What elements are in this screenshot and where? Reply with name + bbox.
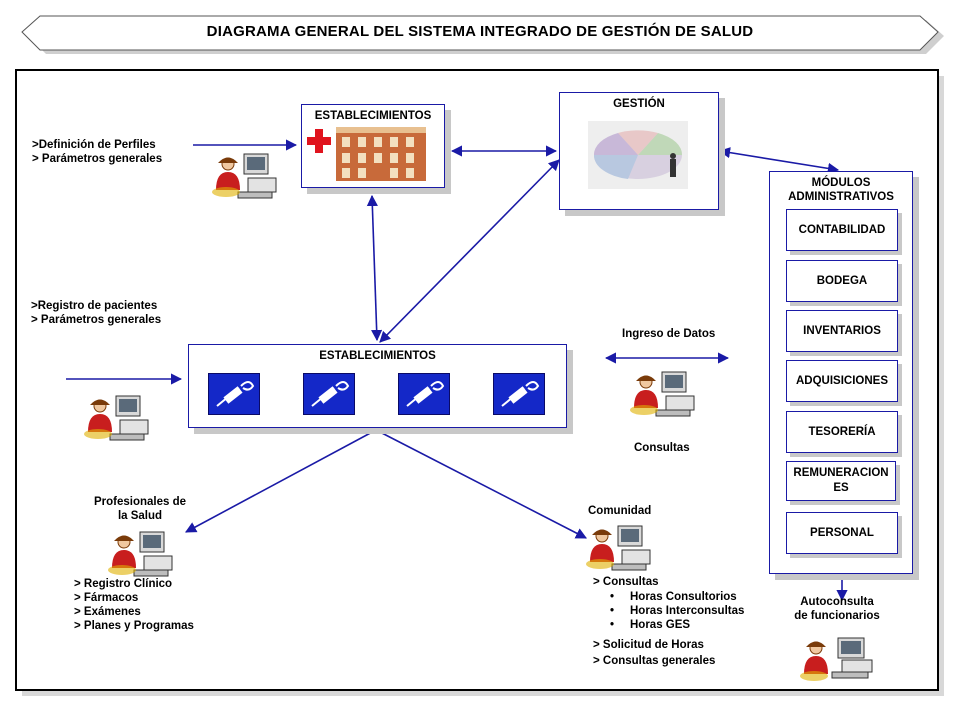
comunidad-title: Comunidad (588, 505, 652, 517)
label-definicion-perfiles: >Definición de Perfiles (32, 139, 156, 151)
modulo-personal[interactable]: PERSONAL (786, 512, 898, 554)
modulo-tesoreria[interactable]: TESORERÍA (786, 411, 898, 453)
diagram-title: DIAGRAMA GENERAL DEL SISTEMA INTEGRADO D… (206, 23, 754, 40)
gestion-label: GESTIÓN (613, 98, 665, 110)
modulos-title: MÓDULOS ADMINISTRATIVOS (788, 177, 894, 203)
top-left-labels: >Definición de Perfiles > Parámetros gen… (32, 138, 162, 166)
item-planes-programas: > Planes y Programas (74, 620, 194, 632)
label-parametros-generales-2: > Parámetros generales (31, 314, 162, 326)
modulo-contabilidad[interactable]: CONTABILIDAD (786, 209, 898, 251)
item-consultas-generales: > Consultas generales (593, 655, 716, 667)
item-farmacos: > Fármacos (74, 592, 139, 604)
bullet-horas-interconsultas: •Horas Interconsultas (610, 605, 745, 617)
syringe-icon[interactable] (398, 373, 450, 415)
label-parametros-generales: > Parámetros generales (32, 153, 163, 165)
modulo-inventarios[interactable]: INVENTARIOS (786, 310, 898, 352)
comunidad-bullets: •Horas Consultorios •Horas Interconsulta… (610, 590, 744, 632)
bullet-horas-consultorios: •Horas Consultorios (610, 591, 737, 603)
gestion-box: GESTIÓN (559, 92, 719, 210)
mid-left-labels: >Registro de pacientes > Parámetros gene… (31, 299, 161, 327)
pie-chart-icon (588, 121, 688, 189)
ingreso-datos-label: Ingreso de Datos (622, 328, 716, 340)
label-registro-pacientes: >Registro de pacientes (31, 300, 158, 312)
consultas-label: Consultas (634, 442, 690, 454)
user-computer-icon (586, 525, 651, 571)
syringe-icon[interactable] (208, 373, 260, 415)
comunidad-consultas: > Consultas (593, 576, 659, 588)
profesionales-list: > Registro Clínico > Fármacos > Exámenes… (74, 577, 194, 633)
item-examenes: > Exámenes (74, 606, 141, 618)
syringe-icon[interactable] (493, 373, 545, 415)
establecimientos-top-label: ESTABLECIMIENTOS (314, 110, 432, 122)
modulo-bodega[interactable]: BODEGA (786, 260, 898, 302)
item-registro-clinico: > Registro Clínico (74, 578, 173, 590)
user-computer-icon (108, 531, 173, 577)
arrow-to-comunidad (375, 429, 587, 539)
comunidad-extra: > Solicitud de Horas > Consultas general… (593, 637, 715, 669)
user-computer-icon (630, 371, 695, 417)
syringe-icon[interactable] (303, 373, 355, 415)
arrow-to-profesionales (185, 429, 377, 533)
bullet-horas-ges: •Horas GES (610, 619, 691, 631)
red-cross-icon (307, 129, 331, 153)
item-solicitud-horas: > Solicitud de Horas (593, 639, 704, 651)
autoconsulta-label: Autoconsulta de funcionarios (794, 596, 880, 622)
arrow-gestion-center (379, 159, 560, 343)
user-computer-icon (84, 395, 149, 441)
arrow-gestion-modulos (718, 147, 840, 174)
user-computer-icon (800, 637, 873, 681)
hospital-building-icon (307, 127, 426, 181)
profesionales-title: Profesionales de la Salud (93, 496, 187, 522)
modulo-adquisiciones[interactable]: ADQUISICIONES (786, 360, 898, 402)
establecimientos-center-label: ESTABLECIMIENTOS (319, 350, 436, 362)
user-computer-icon (212, 153, 277, 199)
establecimientos-top-box: ESTABLECIMIENTOS (301, 104, 445, 188)
modulo-remuneraciones[interactable]: REMUNERACIONES (786, 461, 896, 501)
arrow-establecimientos-vertical (366, 194, 383, 342)
